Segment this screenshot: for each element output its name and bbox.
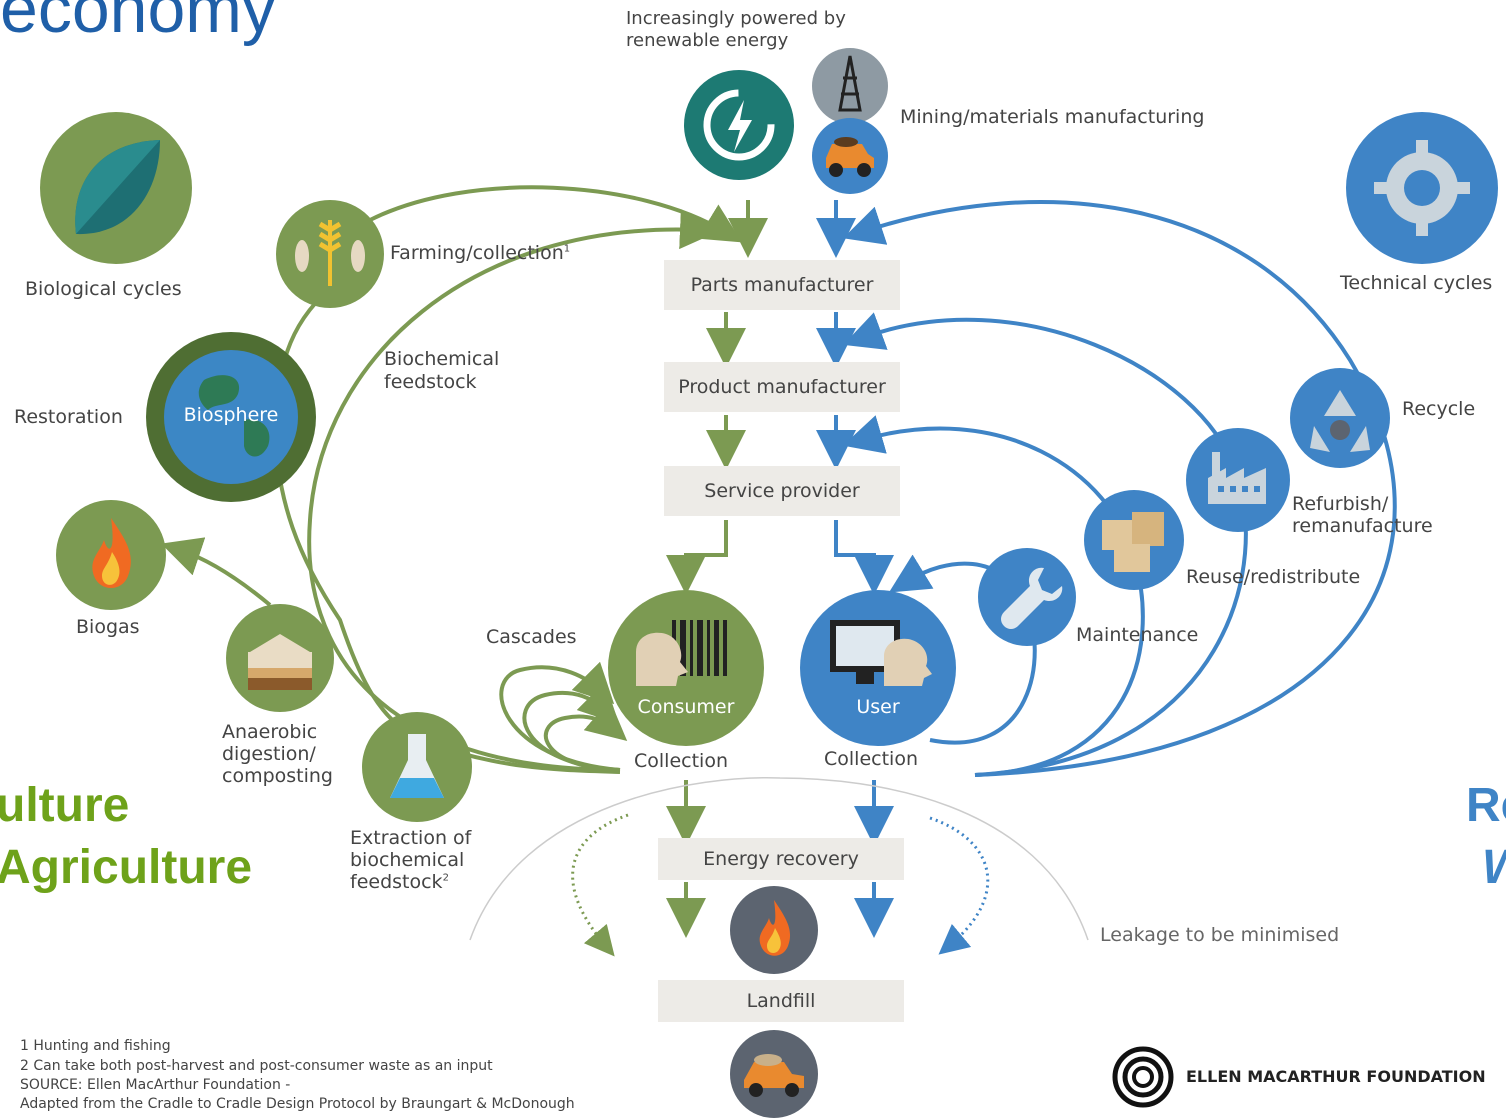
farming-label: Farming/collection1 xyxy=(390,242,571,264)
flame-icon xyxy=(92,518,131,588)
leaf-icon xyxy=(75,140,160,235)
leakage-label: Leakage to be minimised xyxy=(1100,924,1340,946)
gear-icon xyxy=(1374,140,1470,236)
footnote-2: 2 Can take both post-harvest and post-co… xyxy=(20,1058,493,1074)
leakage-green-dotted xyxy=(571,813,629,957)
right-heading-line-2: W xyxy=(1482,840,1506,895)
energy-recovery-box: Energy recovery xyxy=(658,838,904,880)
refurbish-icon xyxy=(1186,428,1290,532)
barcode-person-icon xyxy=(636,620,727,686)
renewable-energy-icon xyxy=(684,70,794,180)
left-heading-line-1: ulture xyxy=(0,779,130,832)
restoration-label: Restoration xyxy=(14,406,123,428)
mining-truck-icon xyxy=(826,137,874,177)
biochemical-feedstock-label: Biochemical feedstock xyxy=(384,348,500,393)
biogas-icon xyxy=(56,500,166,610)
recycle-label: Recycle xyxy=(1402,398,1476,420)
extraction-label: Extraction of biochemical feedstock2 xyxy=(350,827,472,893)
cascade-arc-3 xyxy=(544,699,628,772)
consumer-label: Consumer xyxy=(637,696,735,718)
flame-icon xyxy=(759,900,791,956)
blue-arrow-service-user xyxy=(834,520,894,595)
soil-layers-icon xyxy=(248,634,312,690)
landfill-icon xyxy=(730,1030,818,1118)
foundation-logo-icon xyxy=(1112,1046,1174,1108)
flask-icon xyxy=(390,734,444,798)
maintenance-icon xyxy=(978,548,1076,646)
energy-recovery-icon xyxy=(730,886,818,974)
farming-icon xyxy=(276,200,384,308)
maintenance-label: Maintenance xyxy=(1076,624,1199,646)
cascades-label: Cascades xyxy=(486,626,577,648)
reuse-icon xyxy=(1084,490,1184,590)
biosphere-icon: Biosphere xyxy=(146,332,316,502)
factory-icon xyxy=(1208,452,1266,504)
parts-manufacturer-box: Parts manufacturer xyxy=(664,260,900,310)
green-arrow-service-consumer xyxy=(666,520,728,595)
service-provider-box: Service provider xyxy=(664,466,900,516)
truck-icon xyxy=(812,118,888,194)
mining-label: Mining/materials manufacturing xyxy=(900,106,1205,128)
oil-derrick-icon xyxy=(838,55,862,112)
right-heading-line-1: Re xyxy=(1466,779,1506,832)
green-arc-farming xyxy=(369,185,743,243)
biological-cycles-icon xyxy=(40,112,192,264)
biogas-label: Biogas xyxy=(76,616,140,638)
dump-truck-icon xyxy=(744,1054,804,1097)
biological-cycles-label: Biological cycles xyxy=(25,278,182,300)
cascade-arc-2 xyxy=(522,681,621,772)
anaerobic-icon xyxy=(226,604,334,712)
leakage-arc xyxy=(469,777,1089,941)
foundation-name: ELLEN MACARTHUR FOUNDATION xyxy=(1186,1067,1486,1086)
footnote-1: 1 Hunting and fishing xyxy=(20,1038,171,1054)
leakage-blue-dotted xyxy=(929,816,990,955)
technical-cycles-label: Technical cycles xyxy=(1340,272,1493,294)
consumer-icon: Consumer xyxy=(608,590,764,746)
reuse-label: Reuse/redistribute xyxy=(1186,566,1361,588)
user-icon: User xyxy=(800,590,956,746)
wrench-icon xyxy=(1001,567,1063,629)
biosphere-label: Biosphere xyxy=(183,404,279,426)
collection-left-label: Collection xyxy=(634,750,728,772)
recycle-arrows-icon xyxy=(1310,390,1370,452)
user-label: User xyxy=(856,696,900,718)
left-heading-line-2: Agriculture xyxy=(0,841,253,894)
mining-icon xyxy=(812,48,888,124)
computer-person-icon xyxy=(830,620,932,686)
extraction-icon xyxy=(362,712,472,822)
renewable-energy-label: Increasingly powered by renewable energy xyxy=(626,8,846,51)
refurbish-label: Refurbish/ remanufacture xyxy=(1292,493,1433,537)
collection-right-label: Collection xyxy=(824,748,918,770)
anaerobic-label: Anaerobic digestion/ composting xyxy=(222,721,333,787)
wheat-fish-icon xyxy=(295,220,365,286)
page-title-fragment: economy xyxy=(0,0,276,47)
boxes-icon xyxy=(1102,512,1164,572)
product-manufacturer-box: Product manufacturer xyxy=(664,362,900,412)
green-arrow-biogas xyxy=(161,537,272,607)
source-line: SOURCE: Ellen MacArthur Foundation - xyxy=(20,1077,291,1093)
globe-icon: Biosphere xyxy=(164,350,298,484)
adapted-line: Adapted from the Cradle to Cradle Design… xyxy=(20,1096,575,1112)
landfill-box: Landfill xyxy=(658,980,904,1022)
technical-cycles-icon xyxy=(1346,112,1498,264)
recycle-icon xyxy=(1290,368,1390,468)
lightning-cycle-icon xyxy=(703,89,775,161)
